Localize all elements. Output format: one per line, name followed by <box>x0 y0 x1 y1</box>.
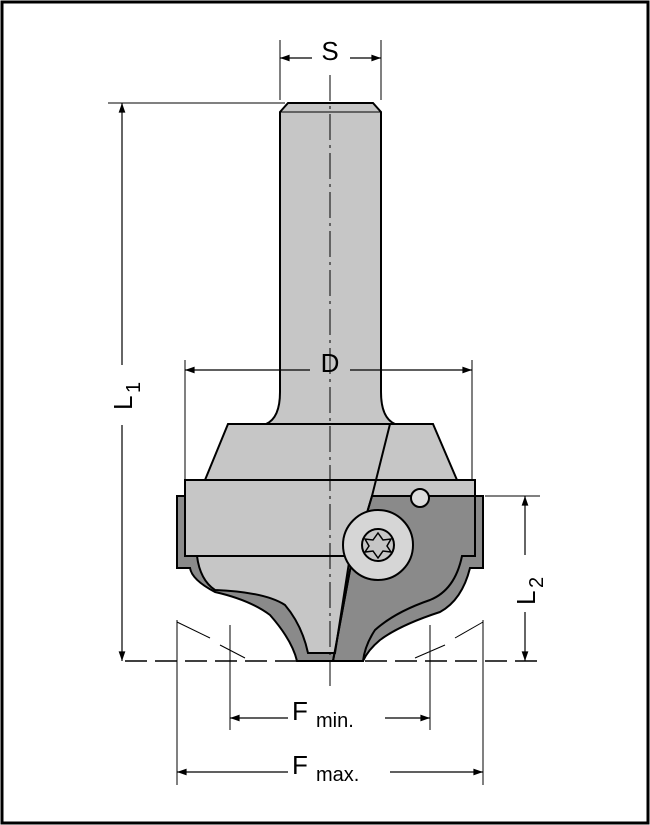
label-fmax: F <box>292 750 308 780</box>
pin <box>410 488 430 508</box>
label-fmax-sub: max. <box>316 764 359 786</box>
label-l2-sub: 2 <box>526 577 548 588</box>
label-s: S <box>321 36 338 66</box>
body-lower <box>195 555 352 654</box>
label-fmin: F <box>292 696 308 726</box>
body-top <box>203 423 459 481</box>
label-d: D <box>321 348 340 378</box>
label-l1-sub: 1 <box>123 382 145 393</box>
label-fmin-sub: min. <box>316 710 354 732</box>
extension-lines <box>108 40 540 785</box>
label-l1: L <box>108 396 138 410</box>
torx-star <box>363 531 393 560</box>
torx-icon <box>361 528 395 562</box>
label-l2: L <box>511 591 541 605</box>
